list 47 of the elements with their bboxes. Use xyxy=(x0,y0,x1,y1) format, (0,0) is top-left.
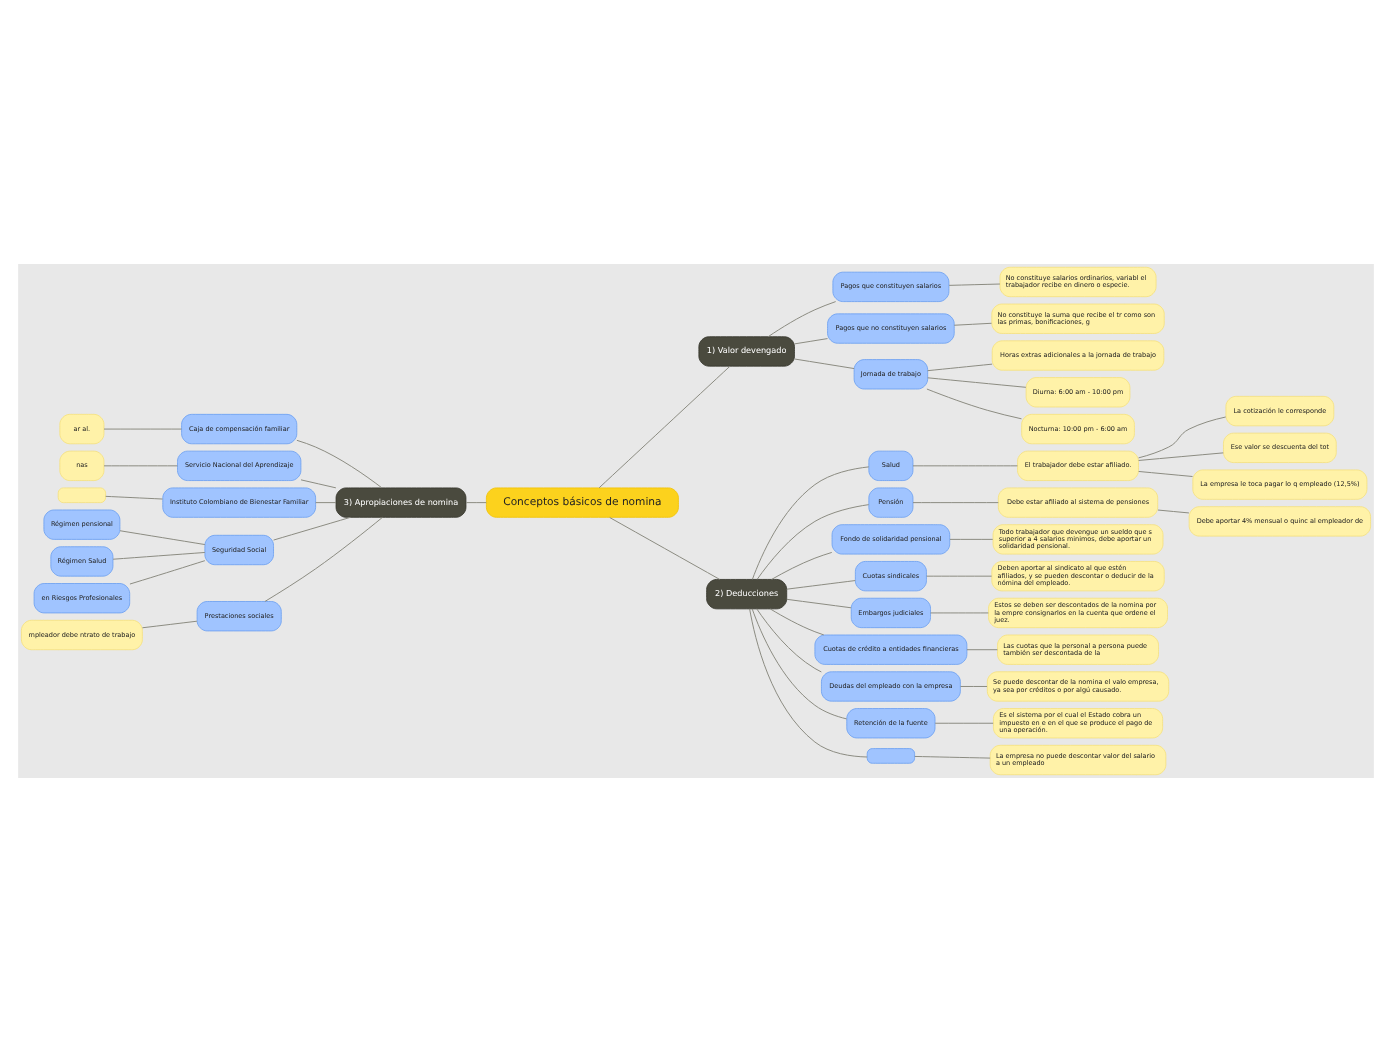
connector xyxy=(105,494,164,499)
connector xyxy=(930,611,989,613)
connector xyxy=(112,551,206,559)
connector xyxy=(465,501,487,503)
connector xyxy=(749,607,868,757)
node-box xyxy=(866,747,915,763)
connector xyxy=(786,579,856,589)
connector xyxy=(1138,415,1227,458)
connector xyxy=(296,438,383,488)
connector xyxy=(794,357,855,369)
connector xyxy=(948,282,1001,285)
connector xyxy=(953,321,993,325)
connector xyxy=(1157,508,1190,513)
connector xyxy=(141,619,198,628)
connector xyxy=(129,559,206,584)
node-box xyxy=(57,486,106,503)
connector xyxy=(751,607,848,719)
connector xyxy=(598,364,731,488)
connector xyxy=(264,515,383,601)
connector xyxy=(927,376,1027,387)
connector xyxy=(949,537,994,539)
connector xyxy=(960,685,988,686)
connector xyxy=(769,607,825,635)
connector xyxy=(934,721,994,723)
connector xyxy=(926,387,1022,419)
connector xyxy=(914,754,991,758)
connector xyxy=(752,465,870,579)
connector xyxy=(767,300,837,337)
connector xyxy=(119,529,206,545)
connector xyxy=(786,597,852,608)
connector xyxy=(927,362,993,371)
connector xyxy=(1138,469,1194,476)
connector xyxy=(609,516,721,579)
connector xyxy=(926,574,993,576)
connector xyxy=(103,464,178,466)
connector xyxy=(794,337,828,344)
connector xyxy=(771,550,833,579)
connector xyxy=(273,515,351,540)
connector xyxy=(966,648,998,650)
connector xyxy=(103,427,182,429)
connector xyxy=(912,501,999,503)
connector xyxy=(315,501,337,503)
connector xyxy=(1138,451,1224,460)
connector xyxy=(756,607,822,672)
connector xyxy=(912,464,1018,466)
connector xyxy=(756,503,870,579)
connector xyxy=(300,478,337,488)
